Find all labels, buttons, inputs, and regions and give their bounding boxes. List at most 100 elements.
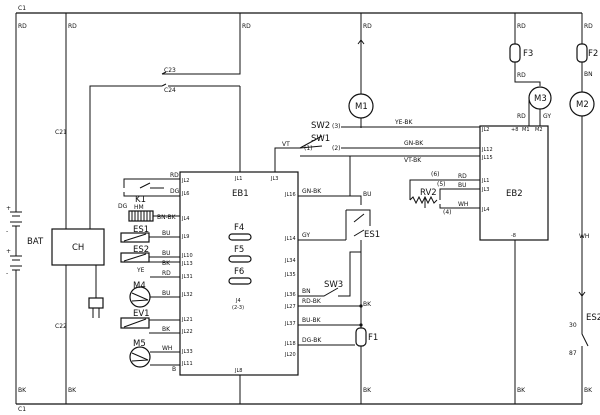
sw3-wiring (298, 251, 361, 297)
wire-vt-bk: VT-BK (404, 157, 422, 164)
eb1-pin-jl3: JL3 (270, 176, 278, 182)
wire-bn-sw3: BN (302, 288, 311, 295)
m1-circle (348, 93, 374, 119)
rv2-node-5: (5) (437, 181, 446, 188)
m4-symbol (131, 292, 149, 302)
eb2-pin-plus8: +8 (511, 127, 518, 133)
junction-dot-1 (359, 304, 363, 308)
eb2-pin-jl2: JL2 (481, 127, 489, 133)
wire-ye-left: YE (136, 267, 145, 274)
eb1-pin-jl16: JL16 (284, 192, 296, 198)
sw3-label: SW3 (324, 280, 343, 290)
fuse-f5 (228, 255, 252, 263)
wire-gn-bk-top: GN-BK (404, 140, 424, 147)
wire-rd-eb2-1: RD (458, 173, 467, 180)
m1-arrow (357, 39, 365, 45)
sw-node-2: (2) (332, 145, 341, 152)
es2-left-diag (123, 253, 147, 262)
wire-wh-m2: WH (579, 233, 589, 240)
eb1-pin-jl34: JL34 (284, 258, 296, 264)
sw-node-1: (1) (304, 145, 313, 152)
m5-wires (150, 351, 180, 366)
c23-wire (162, 13, 241, 75)
k1-relay: RD DG K1 (123, 172, 180, 205)
f3-bottom-wire (514, 62, 541, 86)
es2-left-label: ES2 (133, 245, 149, 255)
plug-body (88, 297, 104, 309)
rv2-leads (409, 179, 456, 209)
eb1-pin-jl22: JL22 (181, 329, 193, 335)
fuse-f6 (228, 277, 252, 285)
eb2-pin-jl12: JL12 (481, 147, 493, 153)
fuse-f6-label: F6 (234, 267, 244, 277)
wire-rd-f2: RD (584, 23, 593, 30)
battery-plus-1: + (6, 205, 11, 212)
ev1-diag (123, 318, 147, 328)
eb2-pin-jl1: JL1 (481, 178, 489, 184)
c23-label: C23 (164, 67, 176, 74)
wire-bk-bottom1: BK (18, 387, 27, 394)
es1-left-diag (123, 233, 147, 242)
eb1-pin-jl14: JL14 (284, 236, 296, 242)
rv2-wires (456, 179, 480, 209)
sw-node-3: (3) (332, 123, 341, 130)
m5-pump: M5 WH B (129, 339, 180, 373)
c1-top-label: C1 (18, 5, 26, 12)
sw1-label: SW1 (311, 134, 330, 144)
battery-plus-2: + (6, 248, 11, 255)
wire-rd-left: RD (18, 23, 27, 30)
eb2-pin-m2: M2 (535, 127, 543, 133)
jl15-jl14-wiring: GN-BK BU GY (298, 156, 372, 241)
wire-rd-k1: RD (170, 172, 179, 179)
battery-cell-1 (10, 211, 22, 227)
fuse-f3 (509, 43, 521, 63)
wire-rd-m3: RD (517, 113, 526, 120)
es2-pin-87: 87 (569, 350, 577, 357)
es2-right-contact (581, 322, 589, 356)
fuse-f1 (355, 327, 367, 347)
wire-bk-right: BK (584, 387, 593, 394)
bus-wires (15, 12, 583, 405)
eb2-pin-jl4: JL4 (481, 207, 489, 213)
eb1-pin-jl27: JL27 (284, 304, 296, 310)
sw2-blade (299, 135, 323, 149)
eb1-pin-jl9: JL9 (181, 234, 189, 240)
wire-gy-m3: GY (543, 113, 551, 120)
rv2-label: RV2 (420, 188, 437, 198)
es1-right-switch: ES1 (345, 209, 380, 252)
m4-wires (150, 276, 180, 298)
ev1-valve: EV1 BK (120, 309, 180, 334)
m5-label: M5 (133, 339, 146, 349)
es1-right-contacts (353, 213, 365, 237)
c24-wire (89, 85, 162, 229)
es1-left-label: ES1 (133, 225, 149, 235)
j4-sub-label: (2-3) (232, 305, 244, 311)
wire-b-m5: B (172, 366, 176, 373)
f2-label: F2 (588, 49, 598, 59)
c1-bottom-label: C1 (18, 406, 26, 413)
battery-minus-2: - (6, 270, 8, 277)
k1-wiring (123, 178, 180, 197)
wire-bu-m4: BU (162, 290, 171, 297)
es2-right-switch: ES2 30 87 (569, 313, 600, 357)
ev1-wires (149, 319, 180, 334)
m3-leads (528, 98, 541, 126)
wire-bk-bottom3: BK (363, 387, 372, 394)
eb2-pin-jl15: JL15 (481, 155, 493, 161)
m2-circle (569, 91, 595, 117)
vt-wire (274, 147, 300, 172)
wire-bk-bottom4: BK (517, 387, 526, 394)
wire-bk-ev1: BK (162, 326, 171, 333)
wire-bn-bk-hm: BN-BK (157, 214, 177, 221)
junction-dot-2 (359, 323, 363, 327)
es1-right-label: ES1 (364, 230, 380, 240)
wire-bu-es1: BU (162, 230, 171, 237)
eb1-label: EB1 (232, 189, 249, 199)
wire-vt: VT (282, 141, 290, 148)
charger-box (51, 228, 105, 266)
m2-arrow (578, 291, 586, 297)
eb2-pin-minus8: -8 (511, 233, 516, 239)
es2-right-label: ES2 (586, 313, 600, 323)
sw1-sw2-switches: VT SW2 SW1 (3) (2) (1) YE-BK GN-BK VT-BK (274, 119, 480, 172)
